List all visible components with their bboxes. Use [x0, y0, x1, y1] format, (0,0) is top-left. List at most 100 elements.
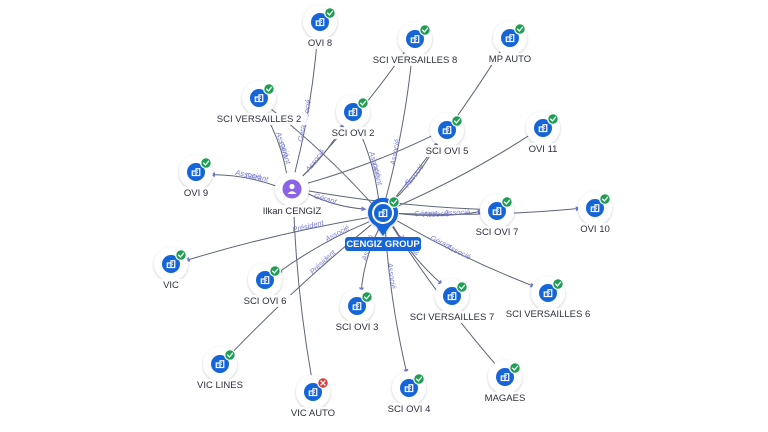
active-check-badge-icon	[501, 196, 513, 208]
active-check-badge-icon	[456, 281, 468, 293]
building-icon	[348, 108, 358, 117]
edge-cengiz-sciovi4	[384, 229, 409, 375]
edge-relation-label: Gérant	[313, 191, 338, 206]
edge-relation-label: Associé	[422, 209, 449, 219]
company-node-label: SCI VERSAILLES 7	[410, 312, 494, 323]
edge-ilkan-vicauto	[293, 203, 312, 378]
company-node-ovi11[interactable]: OVI 11	[522, 111, 564, 155]
active-check-badge-icon	[552, 278, 564, 290]
company-node-label: MP AUTO	[489, 54, 531, 65]
edge-cengiz-scivers7	[392, 225, 443, 286]
nodes-layer: OVI 8 SCI VERSAILLES 8 MP AUTO SCI VERSAILL…	[154, 5, 616, 419]
company-node-label: SCI OVI 6	[244, 296, 287, 307]
company-node-sciovi6[interactable]: SCI OVI 6	[235, 263, 295, 307]
person-node-label: Ilkan CENGIZ	[263, 206, 322, 217]
company-node-scivers6[interactable]: SCI VERSAILLES 6	[499, 276, 597, 320]
building-icon	[500, 373, 510, 382]
building-icon	[378, 209, 388, 218]
company-node-vic[interactable]: VIC	[154, 247, 188, 291]
active-check-badge-icon	[263, 83, 275, 95]
company-node-label: MAGAES	[485, 393, 526, 404]
building-icon	[315, 18, 325, 27]
active-check-badge-icon	[324, 7, 336, 19]
building-icon	[492, 207, 502, 216]
building-icon	[191, 168, 201, 177]
edge-relation-label: Associé	[388, 138, 402, 166]
company-node-label: SCI OVI 2	[332, 128, 375, 139]
company-node-label: SCI OVI 7	[476, 227, 519, 238]
edge-relation-label: Associé	[274, 130, 292, 159]
center-node-label: CENGIZ GROUP	[346, 239, 420, 250]
company-node-label: SCI OVI 5	[426, 146, 469, 157]
edge-cengiz-sciovi3	[358, 229, 380, 293]
building-icon	[410, 35, 420, 44]
company-node-scivers2[interactable]: SCI VERSAILLES 2	[210, 81, 308, 125]
company-node-label: VIC	[163, 280, 179, 291]
company-node-magaes[interactable]: MAGAES	[484, 360, 526, 404]
company-node-sciovi3[interactable]: SCI OVI 3	[327, 289, 387, 333]
company-node-viclines[interactable]: VIC LINES	[190, 347, 250, 391]
company-node-scivers7[interactable]: SCI VERSAILLES 7	[403, 279, 501, 323]
company-node-label: OVI 10	[580, 224, 610, 235]
edge-cengiz-vic	[184, 217, 368, 262]
company-node-label: SCI VERSAILLES 6	[506, 309, 590, 320]
company-node-label: SCI VERSAILLES 2	[217, 114, 301, 125]
edge-cengiz-scivers6	[397, 220, 536, 288]
edge-relation-label: Gérant	[414, 209, 438, 219]
edge-relation-label: Associé	[444, 242, 472, 262]
active-check-badge-icon	[361, 291, 373, 303]
company-node-sciovi5[interactable]: SCI OVI 5	[417, 113, 477, 157]
building-icon	[447, 292, 457, 301]
active-check-badge-icon	[547, 113, 559, 125]
edge-relation-label: Gérant	[245, 171, 270, 184]
building-icon	[442, 126, 452, 135]
active-check-badge-icon	[224, 349, 236, 361]
edges-layer	[184, 35, 581, 378]
center-node-cengiz-group[interactable]: CENGIZ GROUP	[345, 196, 421, 251]
company-node-label: OVI 11	[529, 144, 558, 155]
company-node-scioviv2[interactable]: SCI OVI 2	[323, 95, 383, 139]
building-icon	[538, 124, 548, 133]
active-check-badge-icon	[514, 23, 526, 35]
edge-relation-label: G	[402, 177, 413, 187]
company-node-label: VIC LINES	[197, 380, 243, 391]
company-node-label: OVI 8	[308, 38, 332, 49]
building-icon	[308, 388, 318, 397]
inactive-cross-badge-icon	[317, 377, 329, 389]
company-node-vicauto[interactable]: VIC AUTO	[286, 375, 340, 419]
edge-cengiz-sciovi6	[277, 221, 370, 274]
edge-ilkan-ovi8	[294, 35, 320, 175]
edge-relation-label: Associé	[402, 162, 426, 189]
edge-relation-label: Associé	[443, 208, 471, 218]
building-icon	[254, 94, 264, 103]
edge-relation-label: Associé	[385, 261, 398, 289]
building-icon	[404, 384, 414, 393]
building-icon	[352, 302, 362, 311]
person-node-ilkan[interactable]: Ilkan CENGIZ	[254, 172, 330, 217]
active-check-badge-icon	[200, 157, 212, 169]
building-icon	[260, 276, 270, 285]
edge-ilkan-cengiz	[306, 192, 367, 212]
active-check-badge-icon	[451, 115, 463, 127]
building-icon	[166, 260, 176, 269]
company-node-scivers8[interactable]: SCI VERSAILLES 8	[366, 22, 464, 66]
edge-cengiz-scivers8	[385, 52, 415, 199]
edge-relation-label: Président	[308, 247, 338, 276]
building-icon	[505, 34, 515, 43]
company-node-label: VIC AUTO	[291, 408, 335, 419]
active-check-badge-icon	[419, 24, 431, 36]
company-node-sciovi7[interactable]: SCI OVI 7	[467, 194, 527, 238]
company-node-ovi9[interactable]: OVI 9	[178, 155, 214, 199]
active-check-badge-icon	[357, 97, 369, 109]
company-node-ovi8[interactable]: OVI 8	[302, 5, 338, 49]
company-node-mpauto[interactable]: MP AUTO	[486, 21, 534, 65]
edge-cengiz-ovi11	[396, 134, 531, 207]
person-icon	[287, 183, 297, 194]
edge-ilkan-ovi9	[209, 172, 278, 187]
company-node-label: SCI OVI 4	[388, 404, 431, 415]
company-node-ovi10[interactable]: OVI 10	[574, 191, 616, 235]
active-check-badge-icon	[175, 249, 187, 261]
building-icon	[215, 360, 225, 369]
company-node-sciovi4[interactable]: SCI OVI 4	[379, 371, 439, 415]
edge-cengiz-sciovi7	[398, 209, 483, 217]
